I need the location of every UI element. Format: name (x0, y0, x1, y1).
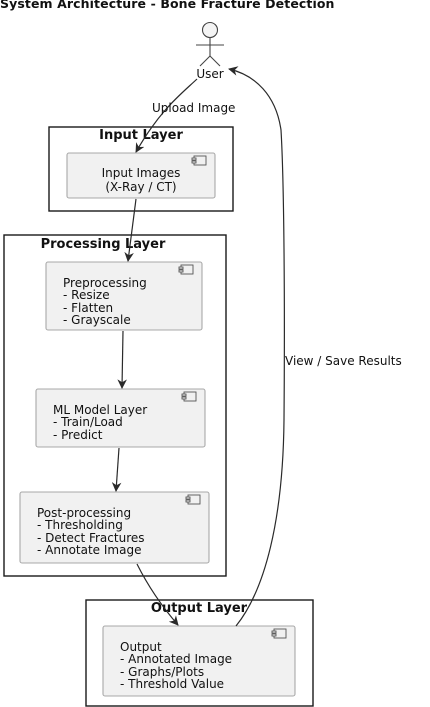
input-to-preprocessing-arrow (124, 198, 137, 262)
upload-image-arrow (135, 78, 198, 153)
component-icon (185, 494, 201, 505)
preprocessing-line-2: - Resize (63, 288, 110, 302)
preprocessing-component: Preprocessing - Resize - Flatten - Grays… (45, 261, 203, 331)
postprocessing-line-1: Post-processing (37, 506, 131, 520)
output-component: Output - Annotated Image - Graphs/Plots … (102, 625, 296, 697)
component-icon (181, 391, 197, 402)
postprocessing-to-output-arrow (136, 563, 179, 626)
preprocessing-line-4: - Grayscale (63, 313, 131, 327)
preprocessing-to-ml-arrow (117, 330, 127, 389)
preprocessing-line-1: Preprocessing (63, 276, 147, 290)
postprocessing-line-4: - Annotate Image (37, 543, 141, 557)
output-line-3: - Graphs/Plots (120, 665, 204, 679)
component-icon (271, 628, 287, 639)
ml-model-line-3: - Predict (53, 428, 103, 442)
stick-figure-icon (196, 21, 224, 67)
processing-layer-package: Processing Layer Preprocessing - Resize … (3, 234, 227, 577)
input-layer-package: Input Layer Input Images (X-Ray / CT) (48, 126, 234, 212)
postprocessing-line-3: - Detect Fractures (37, 531, 145, 545)
upload-image-label: Upload Image (152, 101, 235, 115)
preprocessing-line-3: - Flatten (63, 301, 113, 315)
view-save-results-label: View / Save Results (285, 354, 402, 368)
ml-model-line-2: - Train/Load (53, 415, 123, 429)
component-icon (191, 155, 207, 166)
postprocessing-component: Post-processing - Thresholding - Detect … (19, 491, 210, 564)
output-line-1: Output (120, 640, 162, 654)
page-title: System Architecture - Bone Fracture Dete… (0, 0, 335, 11)
input-layer-title: Input Layer (99, 128, 183, 143)
ml-model-component: ML Model Layer - Train/Load - Predict (35, 388, 206, 448)
output-line-2: - Annotated Image (120, 652, 232, 666)
processing-layer-title: Processing Layer (41, 237, 166, 252)
output-layer-title: Output Layer (151, 601, 248, 616)
output-layer-package: Output Layer Output - Annotated Image - … (85, 599, 314, 707)
user-label: User (196, 67, 223, 81)
postprocessing-line-2: - Thresholding (37, 518, 123, 532)
input-images-line-1: Input Images (102, 166, 181, 180)
view-results-arrow (228, 66, 285, 627)
user-actor: User (196, 21, 224, 81)
output-line-4: - Threshold Value (120, 677, 224, 691)
ml-to-postprocessing-arrow (111, 447, 122, 492)
input-images-component: Input Images (X-Ray / CT) (66, 152, 216, 199)
component-icon (178, 264, 194, 275)
ml-model-line-1: ML Model Layer (53, 403, 147, 417)
input-images-line-2: (X-Ray / CT) (105, 180, 176, 194)
